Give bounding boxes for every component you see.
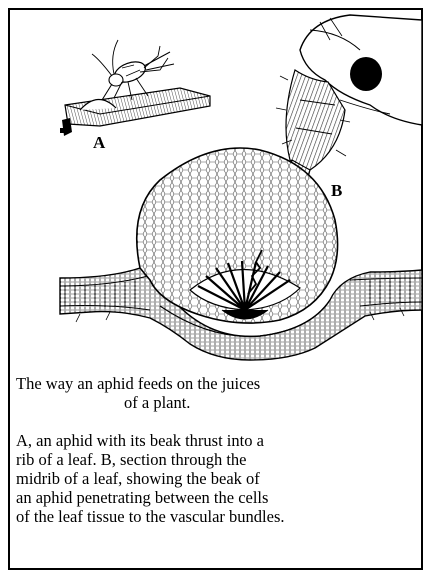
label-a: A [93, 134, 105, 151]
figure-caption: The way an aphid feeds on the juices of … [16, 374, 418, 526]
aphid-feeding-illustration [10, 10, 422, 368]
caption-title-line-2: of a plant. [124, 393, 418, 412]
caption-body: A, an aphid with its beak thrust into a … [16, 431, 418, 526]
label-b: B [331, 182, 342, 199]
caption-title-line-1: The way an aphid feeds on the juices [16, 374, 418, 393]
caption-body-line: rib of a leaf. B, section through the [16, 450, 418, 469]
figure-a-aphid-on-leaf [60, 40, 210, 136]
caption-body-line: of the leaf tissue to the vascular bundl… [16, 507, 418, 526]
caption-body-line: A, an aphid with its beak thrust into a [16, 431, 418, 450]
midrib-cross-section [60, 148, 422, 360]
caption-body-line: midrib of a leaf, showing the beak of [16, 469, 418, 488]
caption-body-line: an aphid penetrating between the cells [16, 488, 418, 507]
